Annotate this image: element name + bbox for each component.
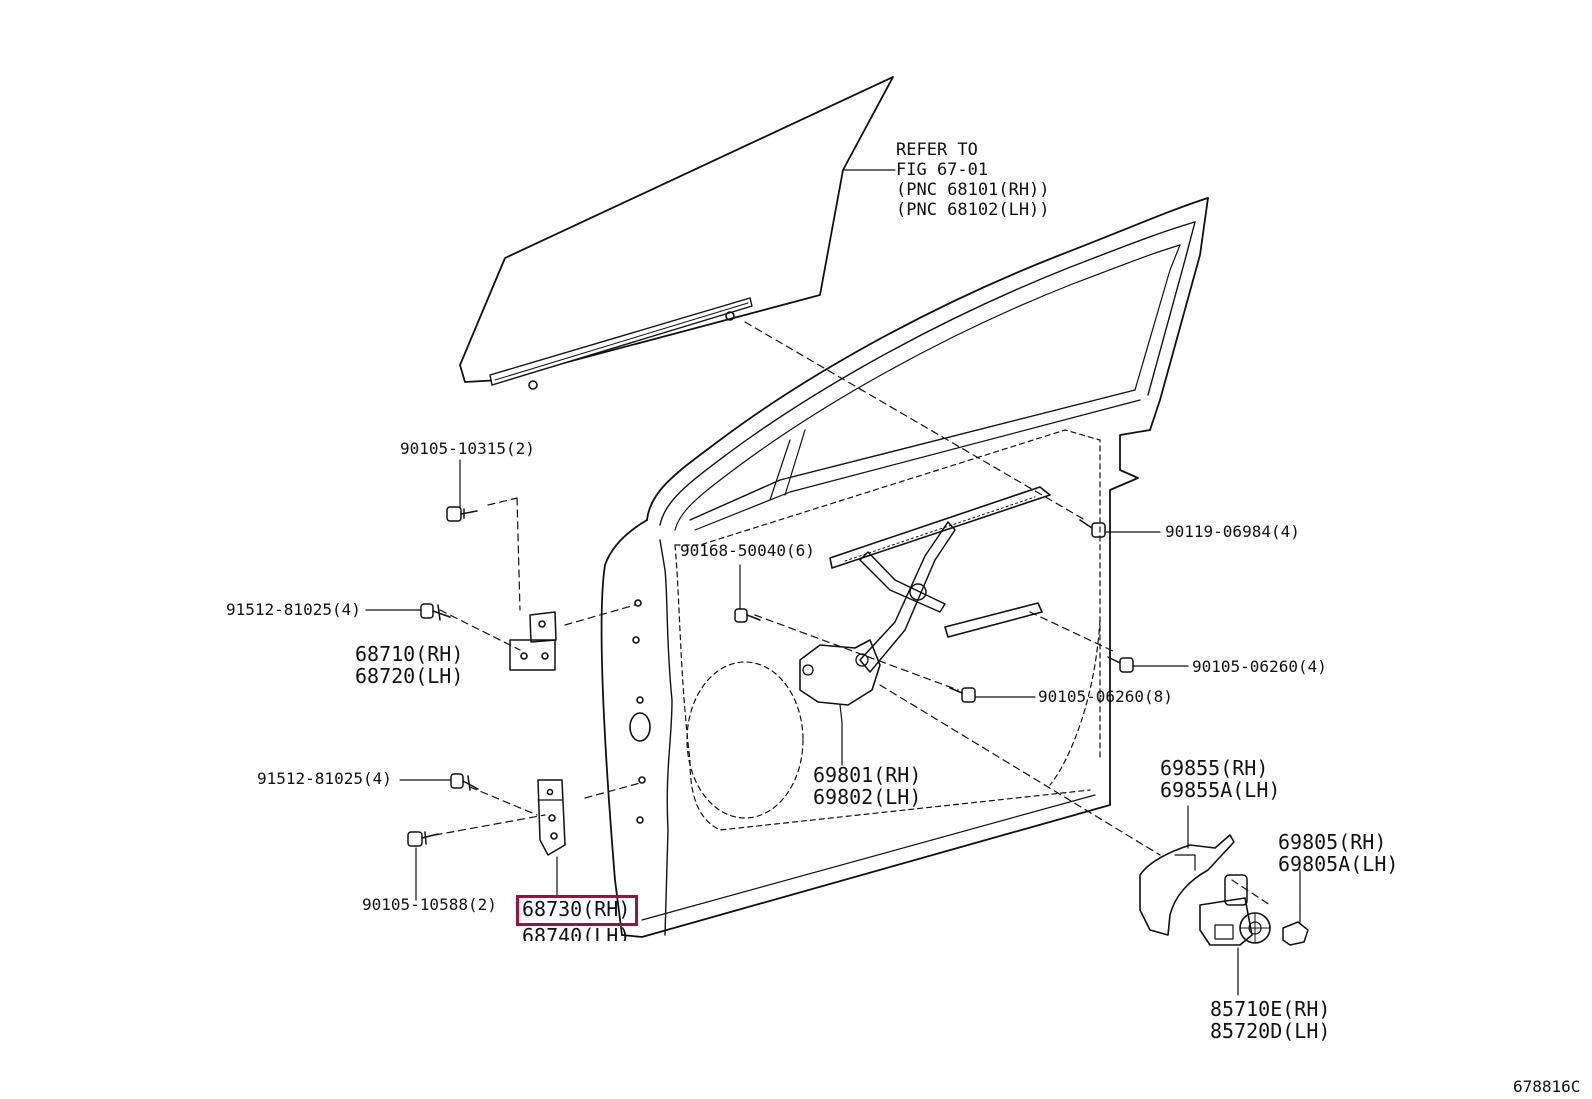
- bolt-icon: [1108, 657, 1133, 672]
- door-frame: [602, 198, 1208, 937]
- assembly-leaders: [435, 322, 1270, 905]
- label-69801-rh[interactable]: 69801(RH): [813, 763, 922, 787]
- lower-hinge: [538, 780, 565, 855]
- label-91512-81025-lower[interactable]: 91512-81025(4): [257, 769, 392, 788]
- bolt-icon: [421, 604, 450, 620]
- label-68730-rh[interactable]: 68730(RH): [522, 897, 631, 921]
- refer-note-line-4: (PNC 68102(LH)): [896, 200, 1050, 220]
- label-68740-lh[interactable]: 68740(LH): [522, 925, 631, 941]
- small-bracket: [1283, 905, 1308, 945]
- regulator-cover: [1140, 835, 1234, 935]
- label-85720d-lh[interactable]: 85720D(LH): [1210, 1019, 1331, 1043]
- label-leaders: [366, 170, 1300, 995]
- regulator-motor: [1200, 875, 1270, 945]
- label-69805a-lh[interactable]: 69805A(LH): [1278, 852, 1399, 876]
- door-hinge-holes: [633, 600, 645, 823]
- door-inner-panel: [675, 430, 1100, 830]
- label-69855-rh[interactable]: 69855(RH): [1160, 756, 1269, 780]
- label-68720-lh[interactable]: 68720(LH): [355, 664, 464, 688]
- label-90105-06260-center[interactable]: 90105-06260(8): [1038, 687, 1173, 706]
- bolt-icon: [408, 832, 438, 846]
- label-91512-81025-upper[interactable]: 91512-81025(4): [226, 600, 361, 619]
- bolt-icons: [408, 507, 1133, 846]
- bolt-icon: [735, 609, 760, 622]
- highlighted-part-box: [516, 895, 638, 926]
- refer-note-line-2: FIG 67-01: [896, 160, 989, 180]
- label-69805-rh[interactable]: 69805(RH): [1278, 830, 1387, 854]
- bolt-icon: [950, 688, 975, 702]
- label-69855a-lh[interactable]: 69855A(LH): [1160, 778, 1281, 802]
- label-90105-10315[interactable]: 90105-10315(2): [400, 439, 535, 458]
- label-90168-50040[interactable]: 90168-50040(6): [680, 541, 815, 560]
- upper-hinge: [510, 612, 556, 670]
- door-glass: [460, 77, 893, 389]
- label-90119-06984[interactable]: 90119-06984(4): [1165, 522, 1300, 541]
- refer-note-line-3: (PNC 68101(RH)): [896, 180, 1050, 200]
- refer-note-line-1: REFER TO: [896, 140, 978, 160]
- bolt-icon: [447, 507, 477, 521]
- label-90105-10588[interactable]: 90105-10588(2): [362, 895, 497, 914]
- label-85710e-rh[interactable]: 85710E(RH): [1210, 997, 1331, 1021]
- window-regulator: [800, 487, 1050, 722]
- figure-code: 678816C: [1513, 1077, 1581, 1096]
- bolt-icon: [1080, 520, 1105, 537]
- label-90105-06260-right[interactable]: 90105-06260(4): [1192, 657, 1327, 676]
- door-access-hole: [630, 713, 650, 741]
- bolt-icon: [451, 774, 478, 790]
- label-68710-rh[interactable]: 68710(RH): [355, 642, 464, 666]
- label-69802-lh[interactable]: 69802(LH): [813, 785, 922, 809]
